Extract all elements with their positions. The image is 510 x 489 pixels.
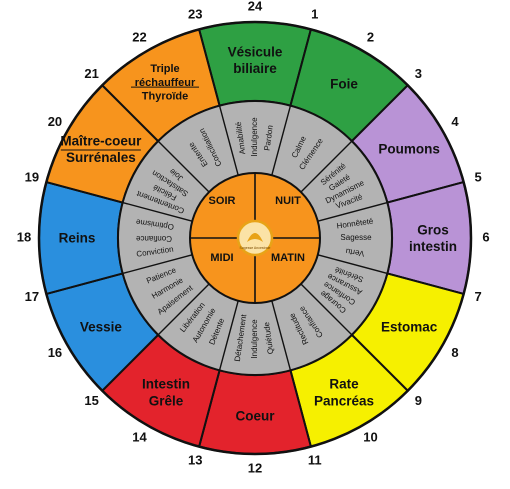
hour-number-9: 9 [415, 393, 422, 408]
organ-label-line: biliaire [233, 61, 277, 76]
organ-label-gros-intestin: Gros intestin [409, 222, 457, 254]
hour-number-12: 12 [248, 460, 262, 475]
emotion-divider [122, 254, 193, 275]
organ-label-poumons: Poumons [378, 142, 440, 157]
emotion-label: Pardon [262, 125, 275, 152]
organ-label-vessie: Vessie [80, 320, 123, 335]
emotion-divider [122, 201, 193, 222]
organ-label-line: Gros [417, 222, 449, 237]
hour-number-13: 13 [188, 453, 202, 468]
logo-phoenix-icon [247, 233, 263, 242]
organ-label-estomac: Estomac [381, 320, 438, 335]
organ-label-line: Rate [329, 376, 359, 391]
organ-label-line: Thyroïde [142, 91, 188, 103]
quarter-label-nuit: NUIT [275, 195, 301, 207]
organ-label-line: Poumons [378, 142, 440, 157]
organ-label-line: Intestin [142, 376, 190, 391]
organ-label-line: Maître-coeur [60, 133, 142, 148]
emotion-divider [271, 105, 292, 176]
logo-text: Sagesse Ancestrale [240, 246, 271, 250]
hour-number-10: 10 [363, 429, 377, 444]
hour-number-23: 23 [188, 6, 202, 21]
organ-label-line: Grêle [149, 393, 184, 408]
hour-number-2: 2 [367, 29, 374, 44]
organ-label-line: Reins [59, 231, 96, 246]
emotion-divider [157, 140, 210, 193]
hour-number-24: 24 [248, 0, 263, 13]
emotion-divider [218, 300, 239, 371]
organ-label-line: réchauffeur [135, 77, 196, 89]
hour-number-18: 18 [17, 229, 31, 244]
hour-number-5: 5 [475, 170, 482, 185]
organ-label-line: Estomac [381, 320, 438, 335]
emotion-divider [157, 283, 210, 336]
organ-label-line: Vésicule [228, 44, 283, 59]
organ-label-line: Foie [330, 77, 358, 92]
hour-number-15: 15 [84, 393, 98, 408]
organ-label-line: Coeur [235, 409, 275, 424]
emotion-divider [218, 105, 239, 176]
emotion-divider [271, 300, 292, 371]
organ-label-foie: Foie [330, 77, 358, 92]
organ-label-line: Vessie [80, 320, 123, 335]
organ-label-line: Pancréas [314, 393, 374, 408]
hour-number-22: 22 [132, 29, 146, 44]
hour-number-17: 17 [25, 289, 39, 304]
emotion-label: Confiance [135, 234, 172, 243]
hour-number-6: 6 [482, 229, 489, 244]
organ-label-coeur: Coeur [235, 409, 275, 424]
emotion-divider [317, 254, 388, 275]
emotion-divider [300, 140, 353, 193]
hour-number-11: 11 [308, 453, 322, 468]
hour-number-1: 1 [311, 6, 318, 21]
emotion-label: Sagesse [340, 233, 372, 242]
hour-number-16: 16 [48, 345, 62, 360]
emotion-label: Indulgence [250, 117, 259, 157]
hour-number-20: 20 [48, 114, 62, 129]
hour-number-19: 19 [25, 170, 39, 185]
hour-number-3: 3 [415, 66, 422, 81]
organ-label-vesicule: Vésicule biliaire [228, 44, 283, 76]
organ-label-reins: Reins [59, 231, 96, 246]
hour-number-8: 8 [451, 345, 458, 360]
emotion-label: Indulgence [250, 319, 259, 359]
hour-number-4: 4 [451, 114, 459, 129]
organ-label-line: Triple [150, 63, 179, 75]
hour-number-14: 14 [132, 429, 147, 444]
quarter-label-soir: SOIR [209, 195, 236, 207]
outer-rim [37, 20, 473, 456]
emotion-label: Vertu [345, 247, 365, 259]
emotion-divider [317, 201, 388, 222]
quarter-label-midi: MIDI [210, 252, 233, 264]
organ-label-line: intestin [409, 239, 457, 254]
hour-number-21: 21 [84, 66, 98, 81]
quarter-label-matin: MATIN [271, 252, 305, 264]
hour-number-7: 7 [475, 289, 482, 304]
emotion-divider [300, 283, 353, 336]
organ-label-line: Surrénales [66, 150, 136, 165]
